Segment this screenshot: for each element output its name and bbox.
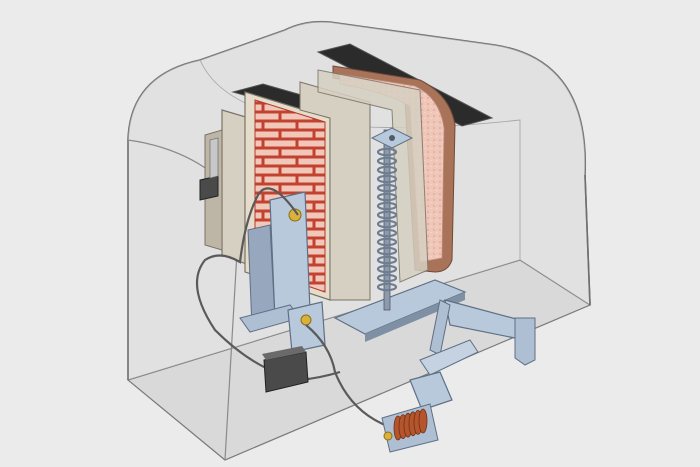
wire-upper [195,187,299,374]
lower-bracket [287,301,326,353]
housing-right-edge [584,174,591,306]
left-wall-clip [199,137,219,201]
solenoid-terminal [383,431,393,441]
solenoid-coil [381,371,453,453]
spring-coil [376,264,398,274]
bread-slice [317,65,456,283]
spring-coil [376,183,398,193]
spring-coil [376,147,398,157]
wire-connector [262,346,309,393]
housing-top [127,20,591,306]
spring-coil [376,219,398,229]
spring-coil [376,255,398,265]
spring-coil [376,174,398,184]
spring-coil [376,228,398,238]
spring-coil [376,192,398,202]
spring-coil [376,156,398,166]
support-bracket [239,191,326,353]
return-spring [370,127,414,311]
spring-coil [376,201,398,211]
brass-rivet-lower [300,314,312,326]
lever-bracket [514,317,536,366]
solenoid-winding [393,408,428,441]
solenoid-bracket [409,371,453,411]
spring-coil [376,165,398,175]
base-chassis [333,279,536,376]
solenoid-winding-turn [418,408,428,434]
latch-arm [419,339,479,376]
spring-coil [376,282,398,292]
spring-coils [376,147,398,292]
spring-bracket-hole [389,135,395,141]
spring-coil [376,273,398,283]
spring-coil [376,237,398,247]
spring-coil [376,246,398,256]
rear-mica-panel [317,69,429,283]
spring-coil [376,210,398,220]
